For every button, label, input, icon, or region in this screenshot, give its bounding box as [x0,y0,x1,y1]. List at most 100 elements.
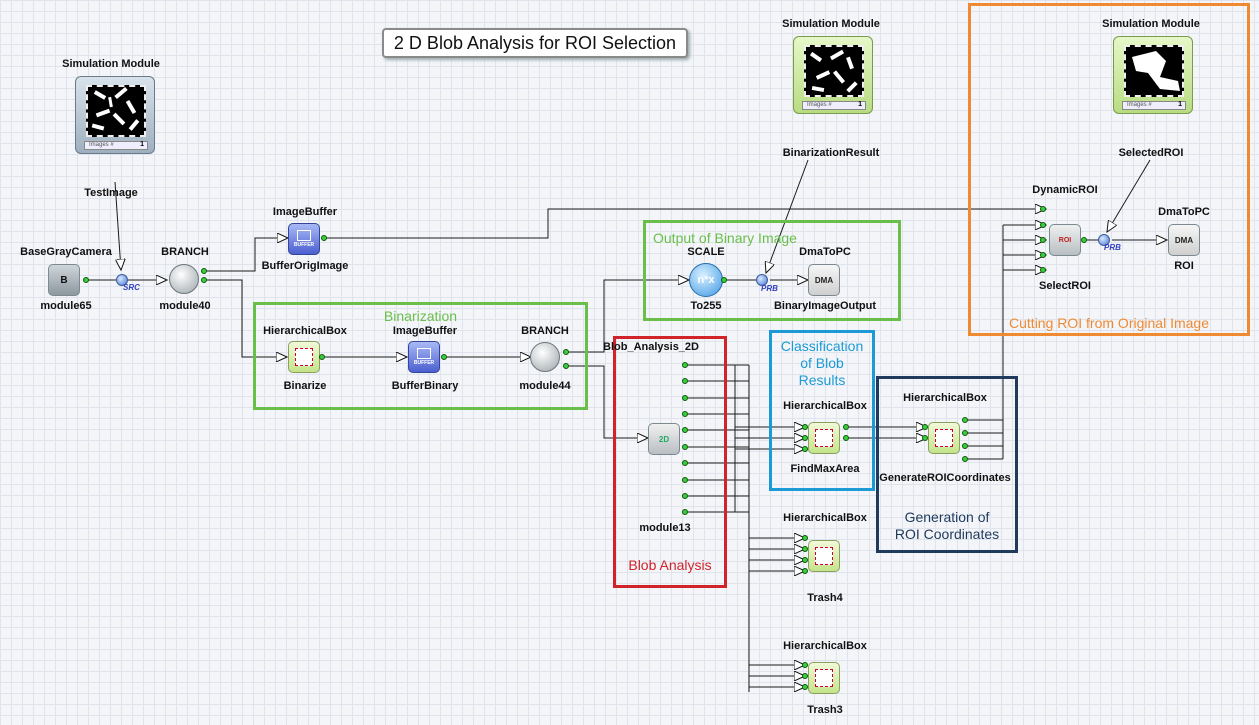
blob-port-8[interactable] [682,477,688,483]
dma2-module[interactable]: DMA [1168,224,1200,256]
selectroi-in-port-5[interactable] [1040,267,1046,273]
dma-icon: DMA [814,275,834,285]
blob-port-6[interactable] [682,444,688,450]
camera-module[interactable]: B [48,264,80,296]
group-generation: Generation of ROI Coordinates [876,376,1018,553]
testimage-counter: Images #1 [84,141,148,150]
trash3-in-port-3[interactable] [802,684,808,690]
blob-port-5[interactable] [682,427,688,433]
group-blob-analysis-label: Blob Analysis [628,557,712,573]
genroi-type-label: HierarchicalBox [903,392,987,404]
trash4-module[interactable] [808,540,840,572]
trash4-in-port-2[interactable] [802,546,808,552]
selectroi-in-port-1[interactable] [1040,206,1046,212]
blob-port-10[interactable] [682,509,688,515]
sim-module-binarizationresult[interactable]: Images #1 [793,36,873,114]
genroi-module[interactable] [928,422,960,454]
blob-image-icon [809,49,858,93]
dma1-type-label: DmaToPC [799,246,851,258]
group-classification: Classification of Blob Results [769,330,875,491]
selectroi-output-port[interactable] [1081,237,1087,243]
prb-probe-2-icon[interactable] [1098,234,1110,246]
buffer1-name-label: BufferOrigImage [261,260,349,272]
genroi-in-port-2[interactable] [922,435,928,441]
sim-selectedroi-header: Simulation Module [1102,18,1200,30]
branch2-output-port-1[interactable] [563,349,569,355]
branch2-type-label: BRANCH [521,325,569,337]
buffer1-module[interactable]: BUFFER [288,223,320,255]
binarize-output-port[interactable] [319,354,325,360]
findmax-out-port-2[interactable] [843,435,849,441]
scale-module[interactable]: n*x [689,263,723,297]
prb-probe-1-icon[interactable] [756,274,768,286]
counter-value: 1 [1178,101,1182,108]
binarize-module[interactable] [288,341,320,373]
selectroi-in-port-2[interactable] [1040,222,1046,228]
findmax-out-port-1[interactable] [843,424,849,430]
branch2-module[interactable] [530,342,560,372]
buffer2-type-label: ImageBuffer [392,325,458,337]
counter-value: 1 [858,101,862,108]
trash3-module[interactable] [808,662,840,694]
findmax-type-label: HierarchicalBox [783,400,867,412]
buffer2-name-label: BufferBinary [391,380,459,392]
findmax-module[interactable] [808,422,840,454]
selectroi-module[interactable]: ROI [1049,224,1081,256]
scale-output-port[interactable] [721,277,727,283]
genroi-out-port-3[interactable] [962,443,968,449]
branch1-module[interactable] [169,264,199,294]
trash4-in-port-1[interactable] [802,535,808,541]
buffer1-output-port[interactable] [321,235,327,241]
trash3-in-port-2[interactable] [802,673,808,679]
classification-line-2: of Blob [800,355,844,371]
trash3-in-port-1[interactable] [802,662,808,668]
dma1-module[interactable]: DMA [808,264,840,296]
trash4-type-label: HierarchicalBox [783,512,867,524]
findmax-in-port-2[interactable] [802,435,808,441]
roi-icon: ROI [1058,236,1072,244]
genroi-name-label: GenerateROICoordinates [879,472,1011,484]
findmax-in-port-3[interactable] [802,446,808,452]
group-binary-output-label: Output of Binary Image [653,230,797,246]
genroi-out-port-2[interactable] [962,430,968,436]
dma2-type-label: DmaToPC [1158,206,1210,218]
findmax-in-port-1[interactable] [802,424,808,430]
blob-port-4[interactable] [682,411,688,417]
trash4-in-port-4[interactable] [802,568,808,574]
selectroi-in-port-4[interactable] [1040,252,1046,258]
blob-type-label: Blob_Analysis_2D [603,341,699,353]
genroi-out-port-4[interactable] [962,456,968,462]
buffer2-output-port[interactable] [441,354,447,360]
branch1-name-label: module40 [159,300,211,312]
blob-port-2[interactable] [682,378,688,384]
blob-port-9[interactable] [682,493,688,499]
buffer2-module[interactable]: BUFFER [408,341,440,373]
branch2-output-port-2[interactable] [563,363,569,369]
blob-module[interactable]: 2D [648,423,680,455]
sim-module-selectedroi[interactable]: Images # 1 [1113,36,1193,114]
generation-line-1: Generation of [904,509,990,525]
trash4-in-port-3[interactable] [802,557,808,563]
blob-name-label: module13 [639,522,691,534]
src-probe-icon[interactable] [116,274,128,286]
branch1-output-port-2[interactable] [201,277,207,283]
sim-module-testimage[interactable]: Images #1 [75,76,155,154]
branch1-output-port-1[interactable] [201,268,207,274]
blob-port-1[interactable] [682,362,688,368]
counter-label: Images # [1127,102,1152,108]
selectedroi-counter: Images # 1 [1122,101,1186,110]
testimage-preview [86,85,146,137]
camera-output-port[interactable] [83,277,89,283]
genroi-in-port-1[interactable] [922,424,928,430]
group-cutting: Cutting ROI from Original Image [968,3,1250,336]
group-binarization: Binarization [253,302,588,410]
findmax-name-label: FindMaxArea [790,463,860,475]
selectroi-in-port-3[interactable] [1040,237,1046,243]
hierarchy-icon [815,547,833,565]
genroi-out-port-1[interactable] [962,417,968,423]
hierarchy-icon [935,429,953,447]
blob-port-7[interactable] [682,460,688,466]
hierarchy-icon [815,669,833,687]
blob-port-3[interactable] [682,395,688,401]
